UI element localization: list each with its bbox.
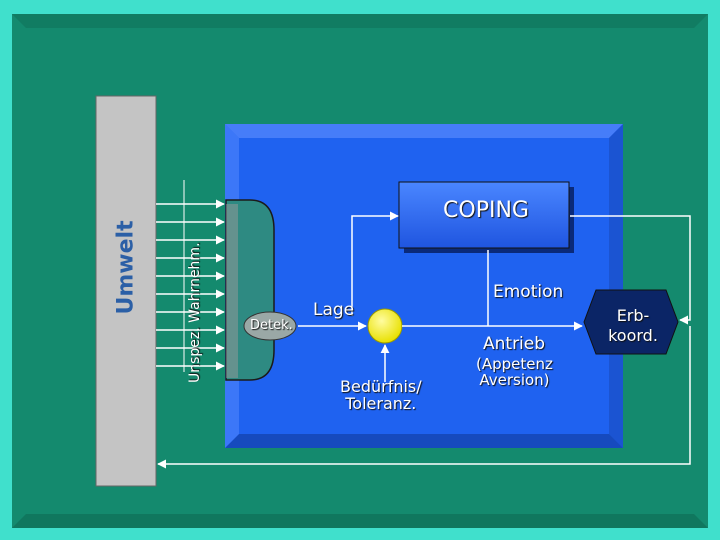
feedback-loop (157, 326, 691, 469)
emotion-label: Emotion (493, 282, 564, 302)
state-node (367, 308, 403, 344)
situation-label: Lage (313, 300, 355, 320)
detector-lens (243, 311, 297, 341)
detector-label: Detek. (250, 318, 293, 333)
coping-to-output-line (570, 215, 691, 325)
core-system-box (225, 124, 623, 448)
erb-line: Erb- (616, 306, 650, 325)
umwelt-strip (95, 95, 157, 487)
need-tolerance-label: Bedürfnis/ Toleranz. (340, 378, 422, 412)
aversion-line: Aversion) (479, 371, 550, 389)
unspecific-perception-label: Unspez. Wahrnehm. (187, 242, 203, 383)
appetence-aversion-label: (Appetenz Aversion) (476, 356, 553, 388)
receptor-input-lines (156, 199, 225, 371)
appetence-line: (Appetenz (476, 355, 553, 373)
tolerance-line: Toleranz. (345, 394, 417, 413)
coping-box (398, 181, 570, 249)
erbkoord-shape (583, 289, 679, 355)
hereditary-coordination-label: Erb- koord. (596, 306, 670, 346)
detector-to-coping-line (351, 211, 399, 316)
coping-label: COPING (443, 198, 529, 223)
koord-line: koord. (608, 326, 658, 345)
umwelt-label: Umwelt (113, 220, 139, 315)
drive-label: Antrieb (483, 334, 546, 354)
need-line: Bedürfnis/ (340, 377, 422, 396)
